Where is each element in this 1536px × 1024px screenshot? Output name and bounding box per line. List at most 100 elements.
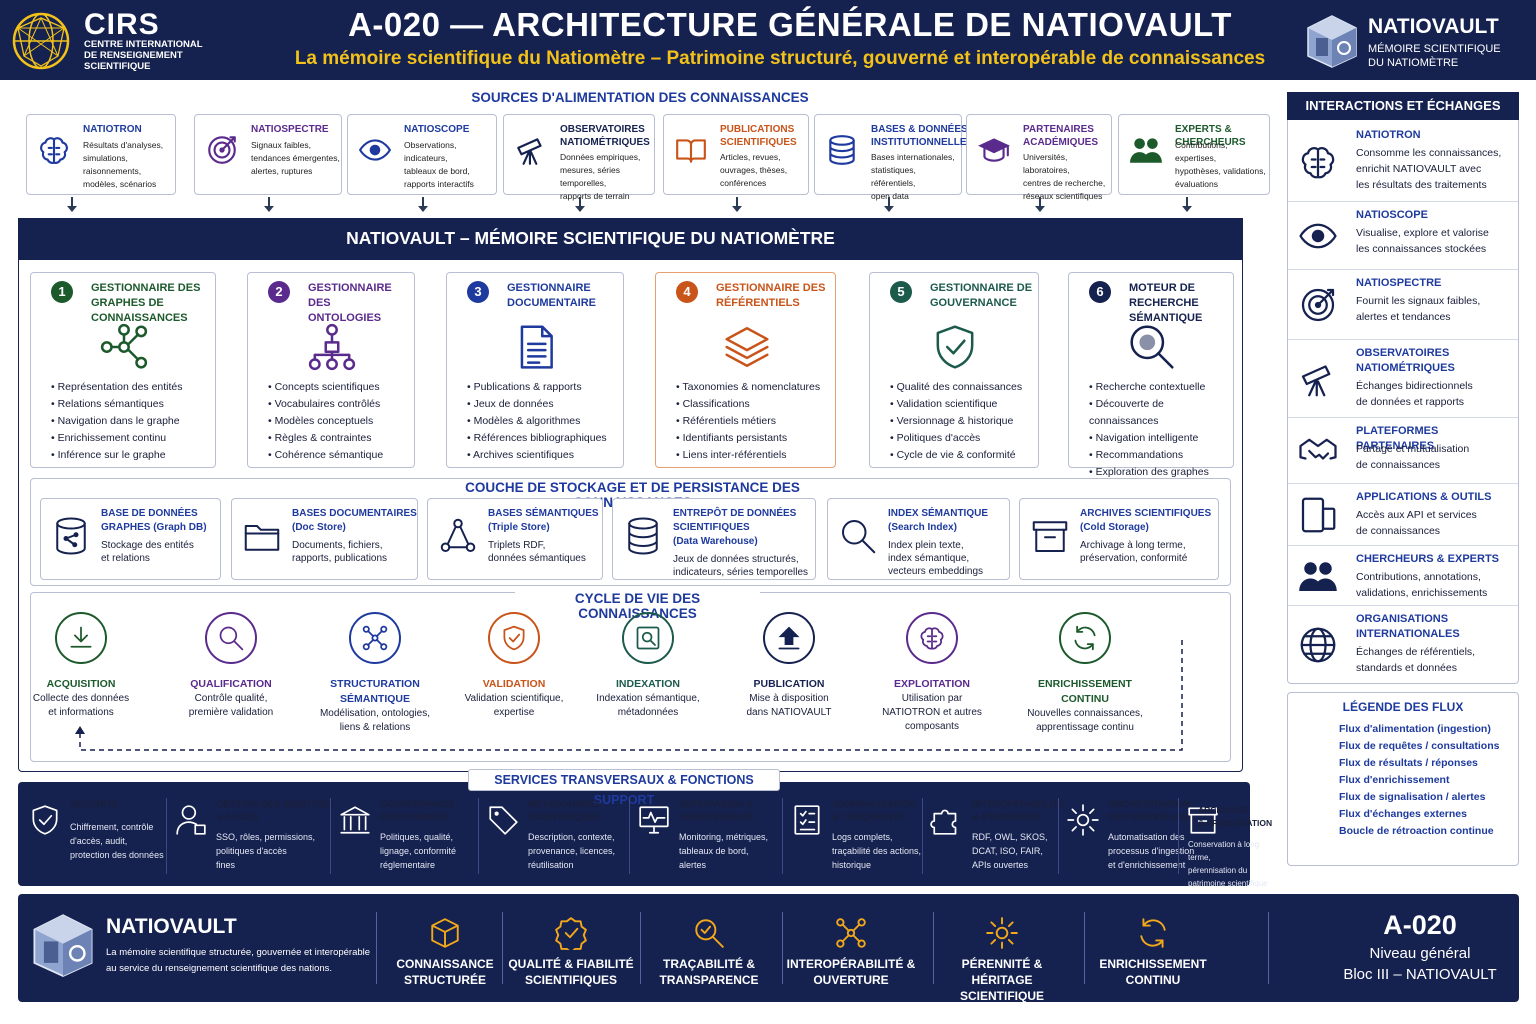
feature-item: Jeux de données — [467, 396, 607, 413]
storage-card[interactable]: BASES SÉMANTIQUES(Triple Store)Triplets … — [427, 498, 603, 580]
module-features: Taxonomies & nomenclaturesClassification… — [676, 379, 820, 464]
interaction-description: Contributions, annotations,validations, … — [1356, 571, 1488, 599]
legend-item: Flux de signalisation / alertes — [1296, 791, 1511, 805]
module-number: 2 — [268, 281, 290, 303]
institution-icon — [338, 802, 372, 838]
pillar-item: INTEROPÉRABILITÉ &OUVERTURE — [782, 916, 920, 988]
divider — [330, 798, 331, 874]
graph-network-icon — [99, 321, 149, 373]
legend-line-icon — [1296, 776, 1328, 786]
divider — [376, 912, 377, 984]
service-title: JOURNALISATION& TRAÇABILITÉ — [832, 799, 916, 823]
divider — [922, 798, 923, 874]
storage-description: Index plein texte,index sémantique,vecte… — [888, 540, 984, 577]
ingest-arrow — [418, 197, 428, 212]
warehouse-icon — [623, 515, 663, 557]
feature-item: Navigation intelligente — [1089, 430, 1233, 447]
lifecycle-title: ACQUISITION — [46, 678, 116, 690]
cube-icon — [376, 916, 514, 950]
storage-title: INDEX SÉMANTIQUE(Search Index) — [888, 508, 989, 533]
exchange-arrow — [1252, 232, 1282, 242]
storage-card[interactable]: BASES DOCUMENTAIRES(Doc Store)Documents,… — [231, 498, 418, 580]
graph-db-icon — [51, 515, 91, 557]
feature-item: Identifiants persistants — [676, 430, 820, 447]
interaction-title: NATIOTRON — [1356, 129, 1421, 141]
nativault-title-bar — [18, 218, 1243, 260]
ingest-arrow — [732, 197, 742, 212]
storage-card[interactable]: INDEX SÉMANTIQUE(Search Index) Index plei… — [827, 498, 1010, 580]
tag-icon — [486, 802, 520, 838]
divider — [1178, 798, 1179, 874]
source-title: NATIOSCOPE — [404, 124, 470, 135]
gear-icon — [933, 916, 1071, 950]
services-section-title: SERVICES TRANSVERSAUX & FONCTIONS SUPPOR… — [468, 769, 780, 807]
legend-label: Flux d'échanges externes — [1339, 808, 1467, 820]
module-number: 5 — [890, 281, 912, 303]
magnifier-icon — [205, 612, 257, 664]
core-module[interactable]: 3GESTIONNAIREDOCUMENTAIREPublications & … — [446, 272, 624, 468]
storage-card[interactable]: ARCHIVES SCIENTIFIQUES(Cold Storage)Arch… — [1019, 498, 1219, 580]
exchange-arrow — [1252, 215, 1282, 225]
pillar-item: TRAÇABILITÉ &TRANSPARENCE — [640, 916, 778, 988]
divider — [478, 798, 479, 874]
source-description: Contributions, expertises,hypothèses, va… — [1175, 140, 1266, 189]
footer-brand: NATIOVAULT — [106, 915, 237, 938]
folder-icon — [242, 515, 282, 557]
brain-icon — [906, 612, 958, 664]
legend-item: Flux de requêtes / consultations — [1296, 740, 1511, 754]
archive-box-icon — [1030, 515, 1070, 557]
ingest-arrow — [1035, 197, 1045, 212]
storage-description: Triplets RDF,données sémantiques — [488, 540, 586, 564]
feature-item: Navigation dans le graphe — [51, 413, 183, 430]
feature-item: Recherche contextuelle — [1089, 379, 1233, 396]
exchange-arrow — [1252, 278, 1282, 288]
